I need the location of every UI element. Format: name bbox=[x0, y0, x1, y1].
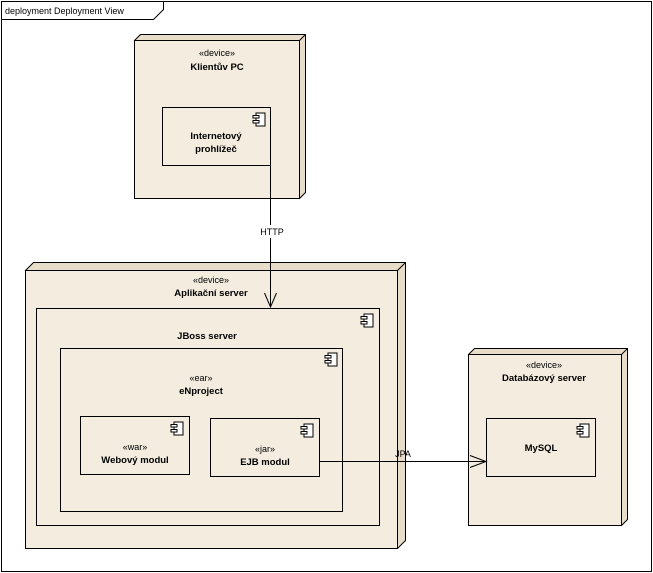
mysql-name: MySQL bbox=[525, 443, 558, 454]
app-server-name: Aplikační server bbox=[174, 288, 248, 299]
web-module-stereotype: «war» bbox=[123, 442, 148, 452]
browser-name-line2: prohlížeč bbox=[195, 144, 237, 155]
browser-name-line1: Internetový bbox=[190, 131, 242, 142]
connector-http[interactable]: HTTP bbox=[260, 160, 284, 309]
component-ejb-module[interactable]: «jar» EJB modul bbox=[210, 418, 320, 477]
component-mysql[interactable]: MySQL bbox=[486, 418, 596, 477]
http-label: HTTP bbox=[260, 227, 284, 237]
app-server-stereotype: «device» bbox=[193, 275, 229, 285]
jpa-label: JPA bbox=[395, 449, 411, 459]
db-server-stereotype: «device» bbox=[526, 360, 562, 370]
client-pc-stereotype: «device» bbox=[199, 48, 235, 58]
connector-jpa[interactable]: JPA bbox=[320, 449, 488, 468]
ejb-module-name: EJB modul bbox=[240, 457, 290, 468]
db-server-name: Databázový server bbox=[502, 373, 586, 384]
component-web-module[interactable]: «war» Webový modul bbox=[80, 416, 190, 475]
component-browser[interactable]: Internetový prohlížeč bbox=[162, 107, 271, 166]
web-module-name: Webový modul bbox=[101, 455, 168, 466]
enproject-name: eNproject bbox=[179, 386, 224, 397]
client-pc-name: Klientův PC bbox=[190, 62, 243, 73]
enproject-stereotype: «ear» bbox=[189, 373, 212, 383]
jboss-name: JBoss server bbox=[177, 331, 237, 342]
ejb-module-stereotype: «jar» bbox=[255, 444, 275, 454]
frame-tab-label: deployment Deployment View bbox=[5, 6, 124, 16]
